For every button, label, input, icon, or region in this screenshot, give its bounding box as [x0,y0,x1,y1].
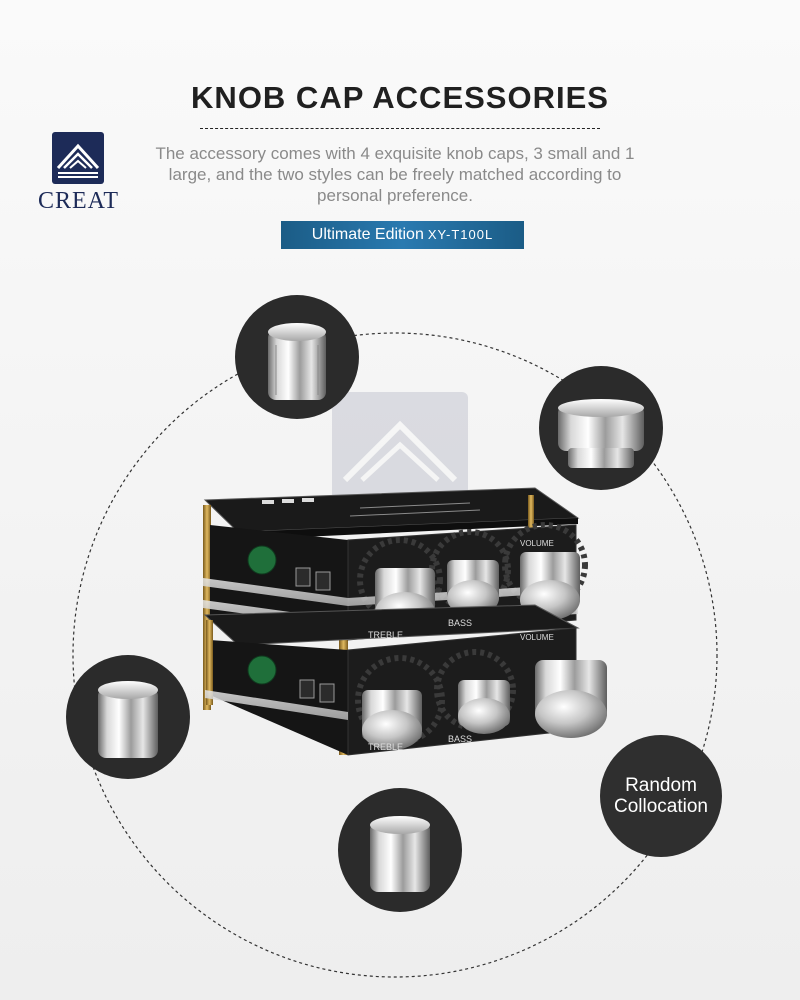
board-label-volume-upper: VOLUME [520,539,554,548]
watermark-logo-icon [332,392,468,524]
board-label-treble-upper: TREBLE [368,630,403,640]
random-collocation-badge: Random Collocation [600,735,722,857]
accessory-orbit [72,332,718,978]
knob-cap-accessory-3 [66,655,190,779]
edition-label: Ultimate Edition [311,226,424,243]
knob-cap-accessory-1 [235,295,359,419]
board-label-volume-lower: VOLUME [520,633,554,642]
badge-line-1: Random [625,775,697,796]
page-title: KNOB CAP ACCESSORIES [191,80,609,115]
board-label-treble-lower: TREBLE [368,742,403,752]
small-knob-cap-icon [370,816,430,892]
brand-name: CREAT [38,188,120,214]
board-label-bass-lower: BASS [448,734,472,744]
small-knob-cap-icon [98,681,158,758]
small-knob-cap-icon [268,323,326,400]
edition-model: XY-T100L [427,227,494,242]
creat-logo-icon [52,132,104,184]
brand-logo: CREAT [38,132,118,215]
description-text: The accessory comes with 4 exquisite kno… [155,144,635,205]
large-knob-cap-icon [558,399,644,468]
title-divider [200,128,600,129]
knob-cap-accessory-4 [338,788,462,912]
board-label-bass-upper: BASS [448,618,472,628]
amplifier-board-stack: TREBLE BASS VOLUME TREBLE BASS VOLUME [203,487,607,756]
badge-line-2: Collocation [614,796,708,817]
knob-cap-accessory-2 [539,366,663,490]
